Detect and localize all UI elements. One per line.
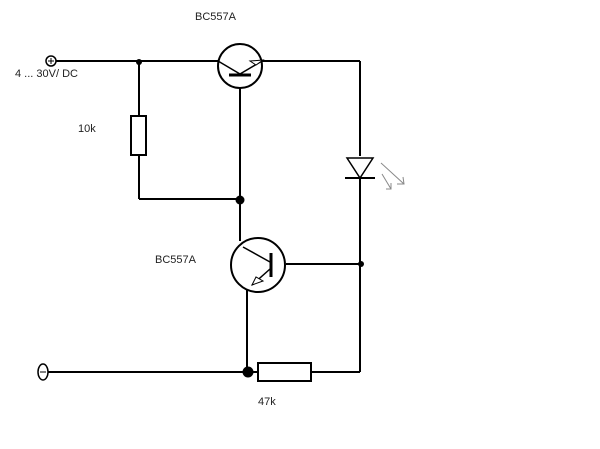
negative-terminal xyxy=(37,363,49,381)
wires xyxy=(48,60,361,373)
supply-voltage-label: 4 ... 30V/ DC xyxy=(15,68,78,80)
transistor-bottom xyxy=(230,237,286,293)
led-light-arrows-icon xyxy=(380,162,405,190)
transistor-top-label: BC557A xyxy=(195,11,236,23)
resistor-47k xyxy=(257,362,312,382)
positive-terminal xyxy=(45,55,57,67)
resistor-10k xyxy=(130,115,147,156)
resistor-10k-label: 10k xyxy=(78,123,96,135)
junction-nodes xyxy=(136,59,364,378)
transistor-top xyxy=(217,43,265,89)
transistor-bottom-label: BC557A xyxy=(155,254,196,266)
led xyxy=(345,157,375,180)
resistor-47k-label: 47k xyxy=(258,396,276,408)
